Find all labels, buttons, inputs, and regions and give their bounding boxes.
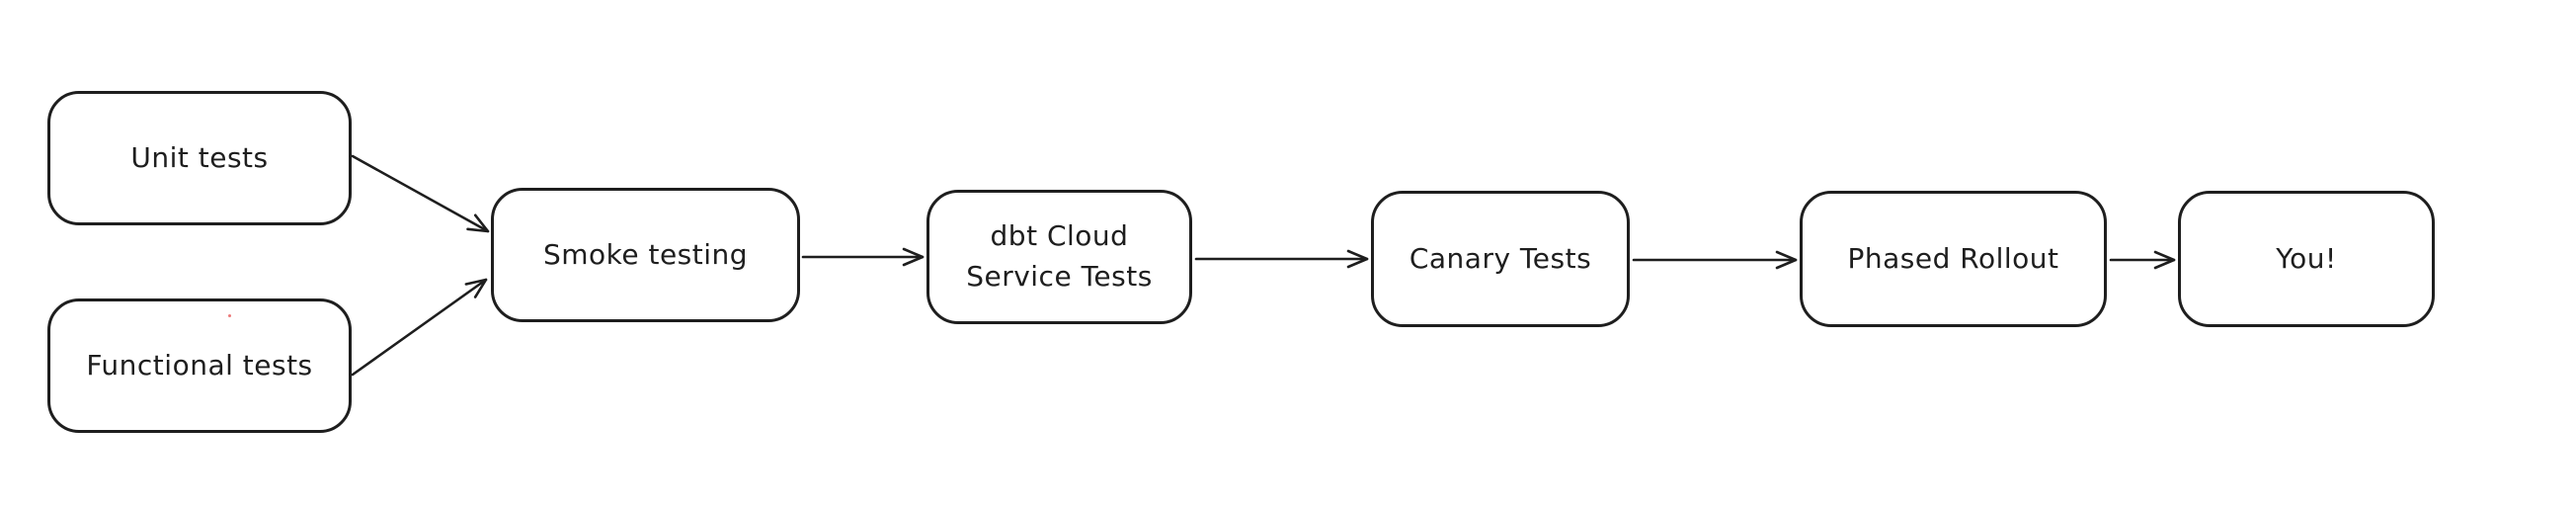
node-phased-rollout: Phased Rollout bbox=[1800, 191, 2107, 327]
node-dbt-cloud-service-tests: dbt Cloud Service Tests bbox=[926, 190, 1192, 324]
node-canary-tests-label: Canary Tests bbox=[1409, 241, 1592, 275]
node-you-label: You! bbox=[2276, 241, 2337, 275]
node-canary-tests: Canary Tests bbox=[1371, 191, 1630, 327]
edge-functional-tests-to-smoke-testing bbox=[351, 278, 488, 377]
node-functional-tests: Functional tests bbox=[47, 298, 352, 433]
node-unit-tests: Unit tests bbox=[47, 91, 352, 225]
node-smoke-testing: Smoke testing bbox=[491, 188, 800, 322]
node-you: You! bbox=[2178, 191, 2435, 327]
node-dbt-cloud-service-tests-label: dbt Cloud Service Tests bbox=[966, 219, 1153, 293]
edge-unit-tests-to-smoke-testing bbox=[351, 154, 490, 233]
node-smoke-testing-label: Smoke testing bbox=[542, 237, 749, 271]
node-functional-tests-label: Functional tests bbox=[86, 348, 313, 382]
node-phased-rollout-label: Phased Rollout bbox=[1847, 241, 2059, 275]
node-unit-tests-label: Unit tests bbox=[130, 140, 269, 174]
stray-red-dot bbox=[228, 314, 231, 317]
